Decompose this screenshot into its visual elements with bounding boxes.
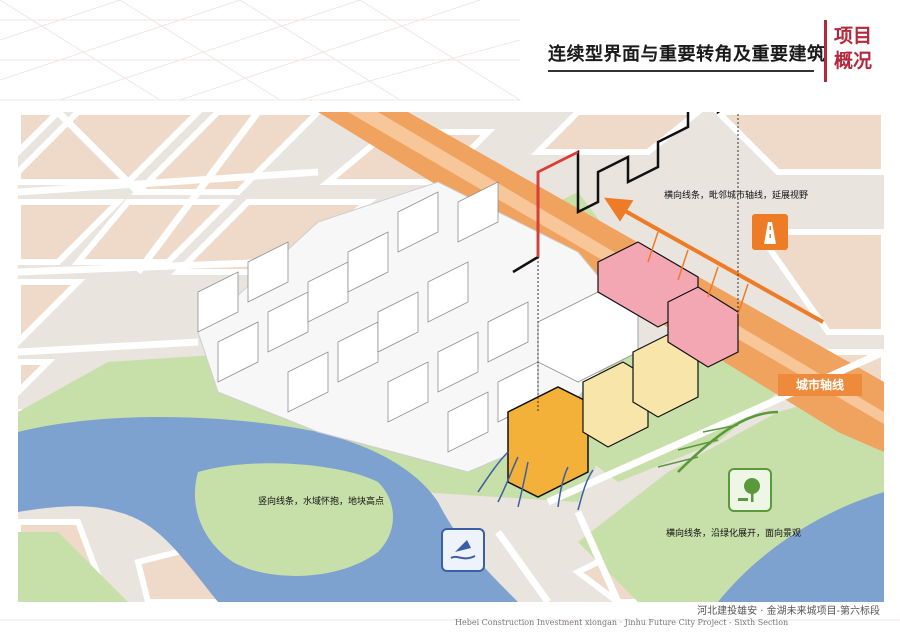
water-arrows (477, 451, 594, 511)
footer-chinese: 河北建投雄安 · 金湖未来城项目-第六标段 (697, 606, 880, 617)
section-divider (824, 20, 827, 82)
footer-english: Hebei Construction Investment xiongan · … (455, 618, 789, 627)
annotation-top-right: 横向线条，毗邻城市轴线，延展视野 (664, 191, 809, 201)
axis-arrow (604, 197, 824, 324)
leader-lines (537, 112, 739, 412)
city-axis-badge: 城市轴线 (778, 374, 862, 396)
key-buildings (507, 241, 739, 498)
annotation-water: 竖向线条，水域怀抱，地块高点 (258, 497, 385, 507)
highway-icon (752, 214, 788, 250)
skyline-highlight (536, 150, 579, 257)
annotation-green: 横向线条，沿绿化展开，面向景观 (666, 529, 802, 539)
axis-arrow-ticks (647, 231, 749, 315)
residential-buildings (197, 181, 639, 453)
water-fountain-icon (441, 528, 485, 572)
site-diagram (18, 112, 884, 602)
section-tag: 项目概况 (834, 25, 873, 72)
tree-icon (728, 468, 772, 512)
page-title: 连续型界面与重要转角及重要建筑 (548, 44, 826, 65)
title-underline (548, 70, 814, 72)
island (194, 463, 393, 576)
green-arc-ticks (657, 424, 739, 468)
roads (18, 112, 884, 602)
